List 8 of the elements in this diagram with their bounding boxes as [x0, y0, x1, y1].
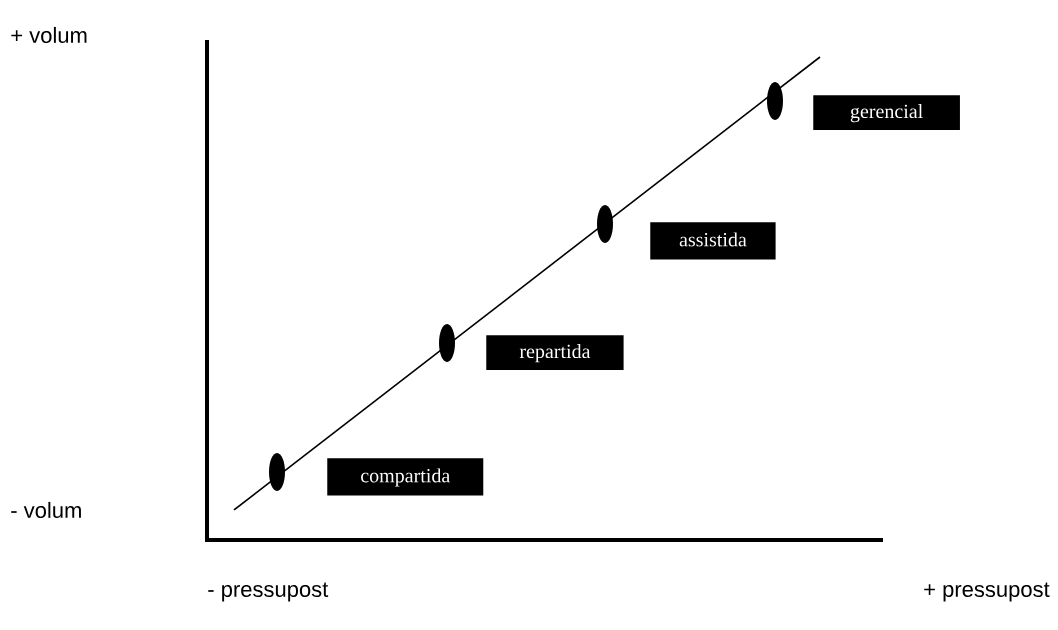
- label-box: repartida: [486, 335, 624, 370]
- label-box: compartida: [327, 458, 484, 496]
- label-box: assistida: [650, 222, 776, 260]
- label-box: gerencial: [813, 95, 960, 130]
- axis-label: - pressupost: [208, 582, 329, 602]
- axis-label: + volum: [11, 26, 87, 44]
- axis-label: + pressupost: [924, 582, 1050, 602]
- axis-label: - volum: [11, 501, 81, 519]
